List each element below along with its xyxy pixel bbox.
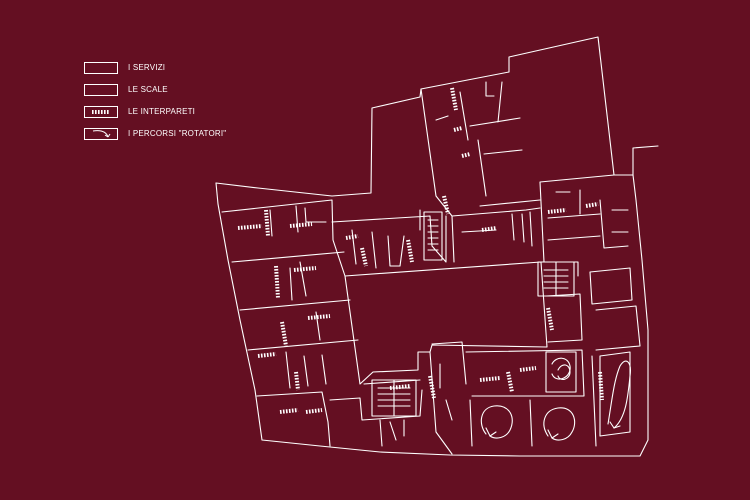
interparete-15 [450, 87, 458, 111]
legend-item-scale: LE SCALE [84, 84, 304, 98]
stair-north [423, 211, 443, 261]
interparete-20 [547, 208, 567, 214]
south-west-block [329, 363, 453, 447]
interparete-3 [289, 222, 313, 228]
interparete-12 [345, 234, 359, 240]
interparete-25 [519, 366, 537, 372]
interparete-2 [237, 224, 263, 230]
interparete-28 [389, 384, 411, 390]
interparete-6 [307, 314, 331, 320]
rotator-path-1 [480, 405, 513, 439]
interparete-16 [453, 126, 463, 132]
building-outline-west [215, 174, 649, 457]
interparete-1 [264, 209, 270, 237]
west-inner-wall [221, 199, 359, 447]
interparete-8 [257, 352, 277, 358]
rotator-path-2 [543, 407, 576, 441]
scale-swatch-icon [84, 84, 118, 96]
interparete-23 [479, 376, 501, 382]
north-tower [420, 81, 541, 217]
interparete-5 [293, 266, 317, 272]
interparete-9 [294, 371, 300, 391]
interparete-17 [461, 152, 471, 158]
interparete-21 [585, 202, 599, 208]
servizi-swatch-icon [84, 62, 118, 74]
east-block [539, 174, 641, 351]
legend-item-interpareti: LE INTERPARETI [84, 106, 304, 120]
south-block [429, 341, 631, 455]
building-outline [215, 36, 659, 197]
legend-label-servizi: I SERVIZI [128, 63, 166, 72]
interparete-14 [406, 239, 414, 263]
legend-label-percorsi: I PERCORSI "ROTATORI" [128, 129, 227, 138]
rotator-path-4 [557, 364, 571, 381]
legend-item-servizi: I SERVIZI [84, 62, 304, 76]
interparete-11 [305, 408, 323, 414]
stair-spiral [545, 351, 577, 393]
interparete-10 [279, 408, 299, 414]
legend-item-percorsi: I PERCORSI "ROTATORI" [84, 128, 304, 142]
interparete-27 [428, 375, 436, 399]
north-block [331, 209, 447, 269]
interparete-19 [481, 226, 497, 232]
interpareti-swatch-icon [84, 106, 118, 118]
interparete-7 [280, 321, 288, 347]
legend-label-scale: LE SCALE [128, 85, 168, 94]
legend-label-interpareti: LE INTERPARETI [128, 107, 196, 116]
rotator-path-3 [607, 360, 631, 429]
courtyard [344, 261, 548, 385]
interparete-18 [442, 195, 450, 215]
interparete-24 [506, 371, 514, 393]
west-rooms [269, 205, 327, 389]
interparete-13 [360, 247, 368, 267]
interparete-4 [274, 265, 280, 299]
east-inner [545, 209, 629, 343]
percorsi-swatch-icon [84, 128, 118, 140]
interparete-22 [546, 307, 554, 331]
north-corridor [451, 211, 533, 263]
